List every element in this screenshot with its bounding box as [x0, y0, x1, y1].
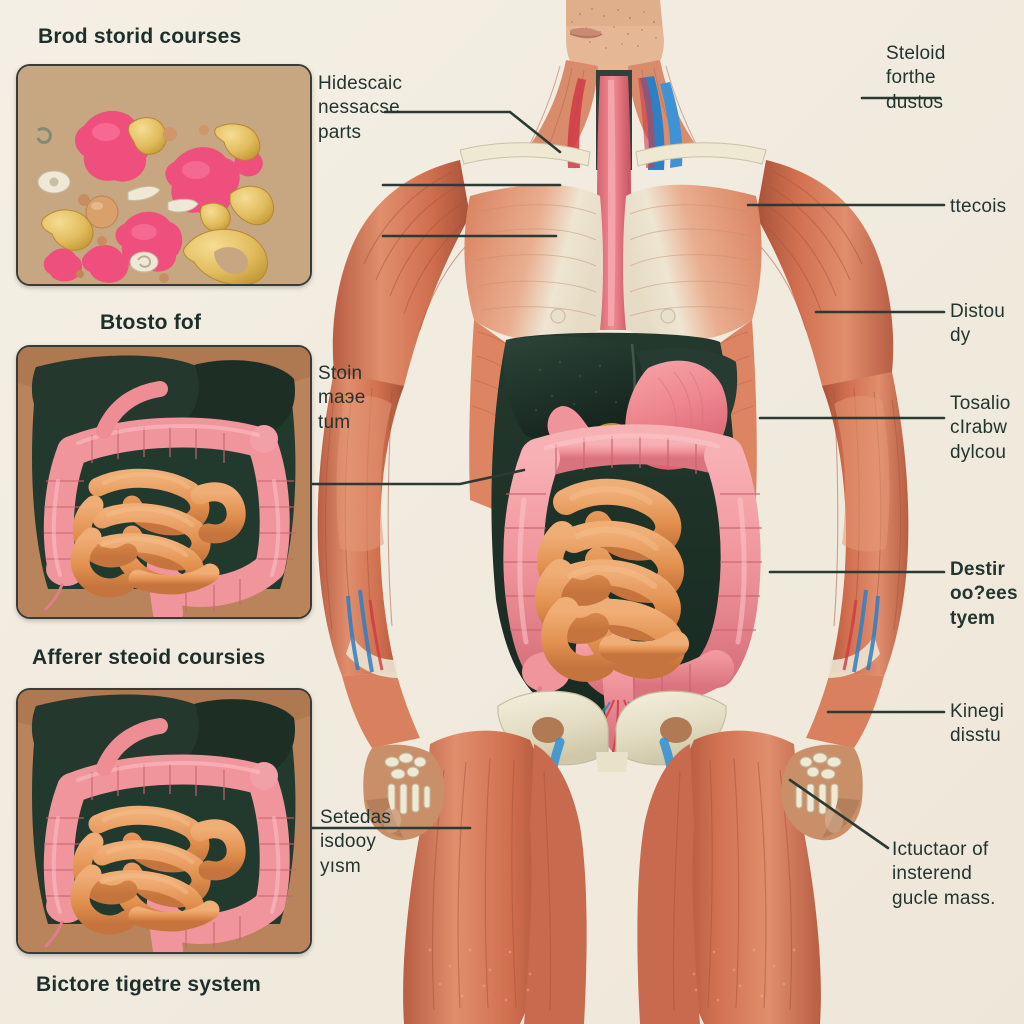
panel-specimens-title: Brod storid courses	[38, 25, 242, 48]
panel-specimens	[16, 64, 312, 286]
leader-pectoral	[383, 110, 562, 154]
label-thigh: Ictuctaor of insterend gucle mass.	[892, 839, 996, 909]
panel-intestines-upper-title: Btosto fof	[100, 311, 202, 334]
small-intestine	[535, 478, 689, 682]
label-hand: Kinegi disstu	[950, 701, 1005, 747]
label-stomach: Stoin maэe tum	[318, 363, 366, 433]
label-pectoral: Hidescaic nessacse parts	[318, 73, 403, 143]
leader-lines	[298, 96, 946, 850]
label-biceps: ttecois	[950, 196, 1007, 217]
label-intestine-detail: Setedas isdooy yısm	[320, 807, 392, 877]
label-forearm: Tosalio cIrabw dylcou	[950, 393, 1011, 463]
leader-thigh	[788, 778, 890, 850]
panel-bottom-caption: Bictore tigetre system	[36, 973, 261, 996]
label-wrist: Destir oo?ees tyem	[950, 559, 1018, 629]
label-deltoid: Steloid forthe dustos	[886, 43, 946, 113]
human-figure	[317, 0, 909, 1024]
label-distal: Distou dy	[950, 301, 1006, 347]
panel-intestines-lower	[16, 688, 312, 954]
leader-stomach	[316, 468, 526, 486]
panel-intestines-upper	[16, 345, 312, 619]
panel-intestines-lower-title: Afferer steoid coursies	[32, 646, 266, 669]
